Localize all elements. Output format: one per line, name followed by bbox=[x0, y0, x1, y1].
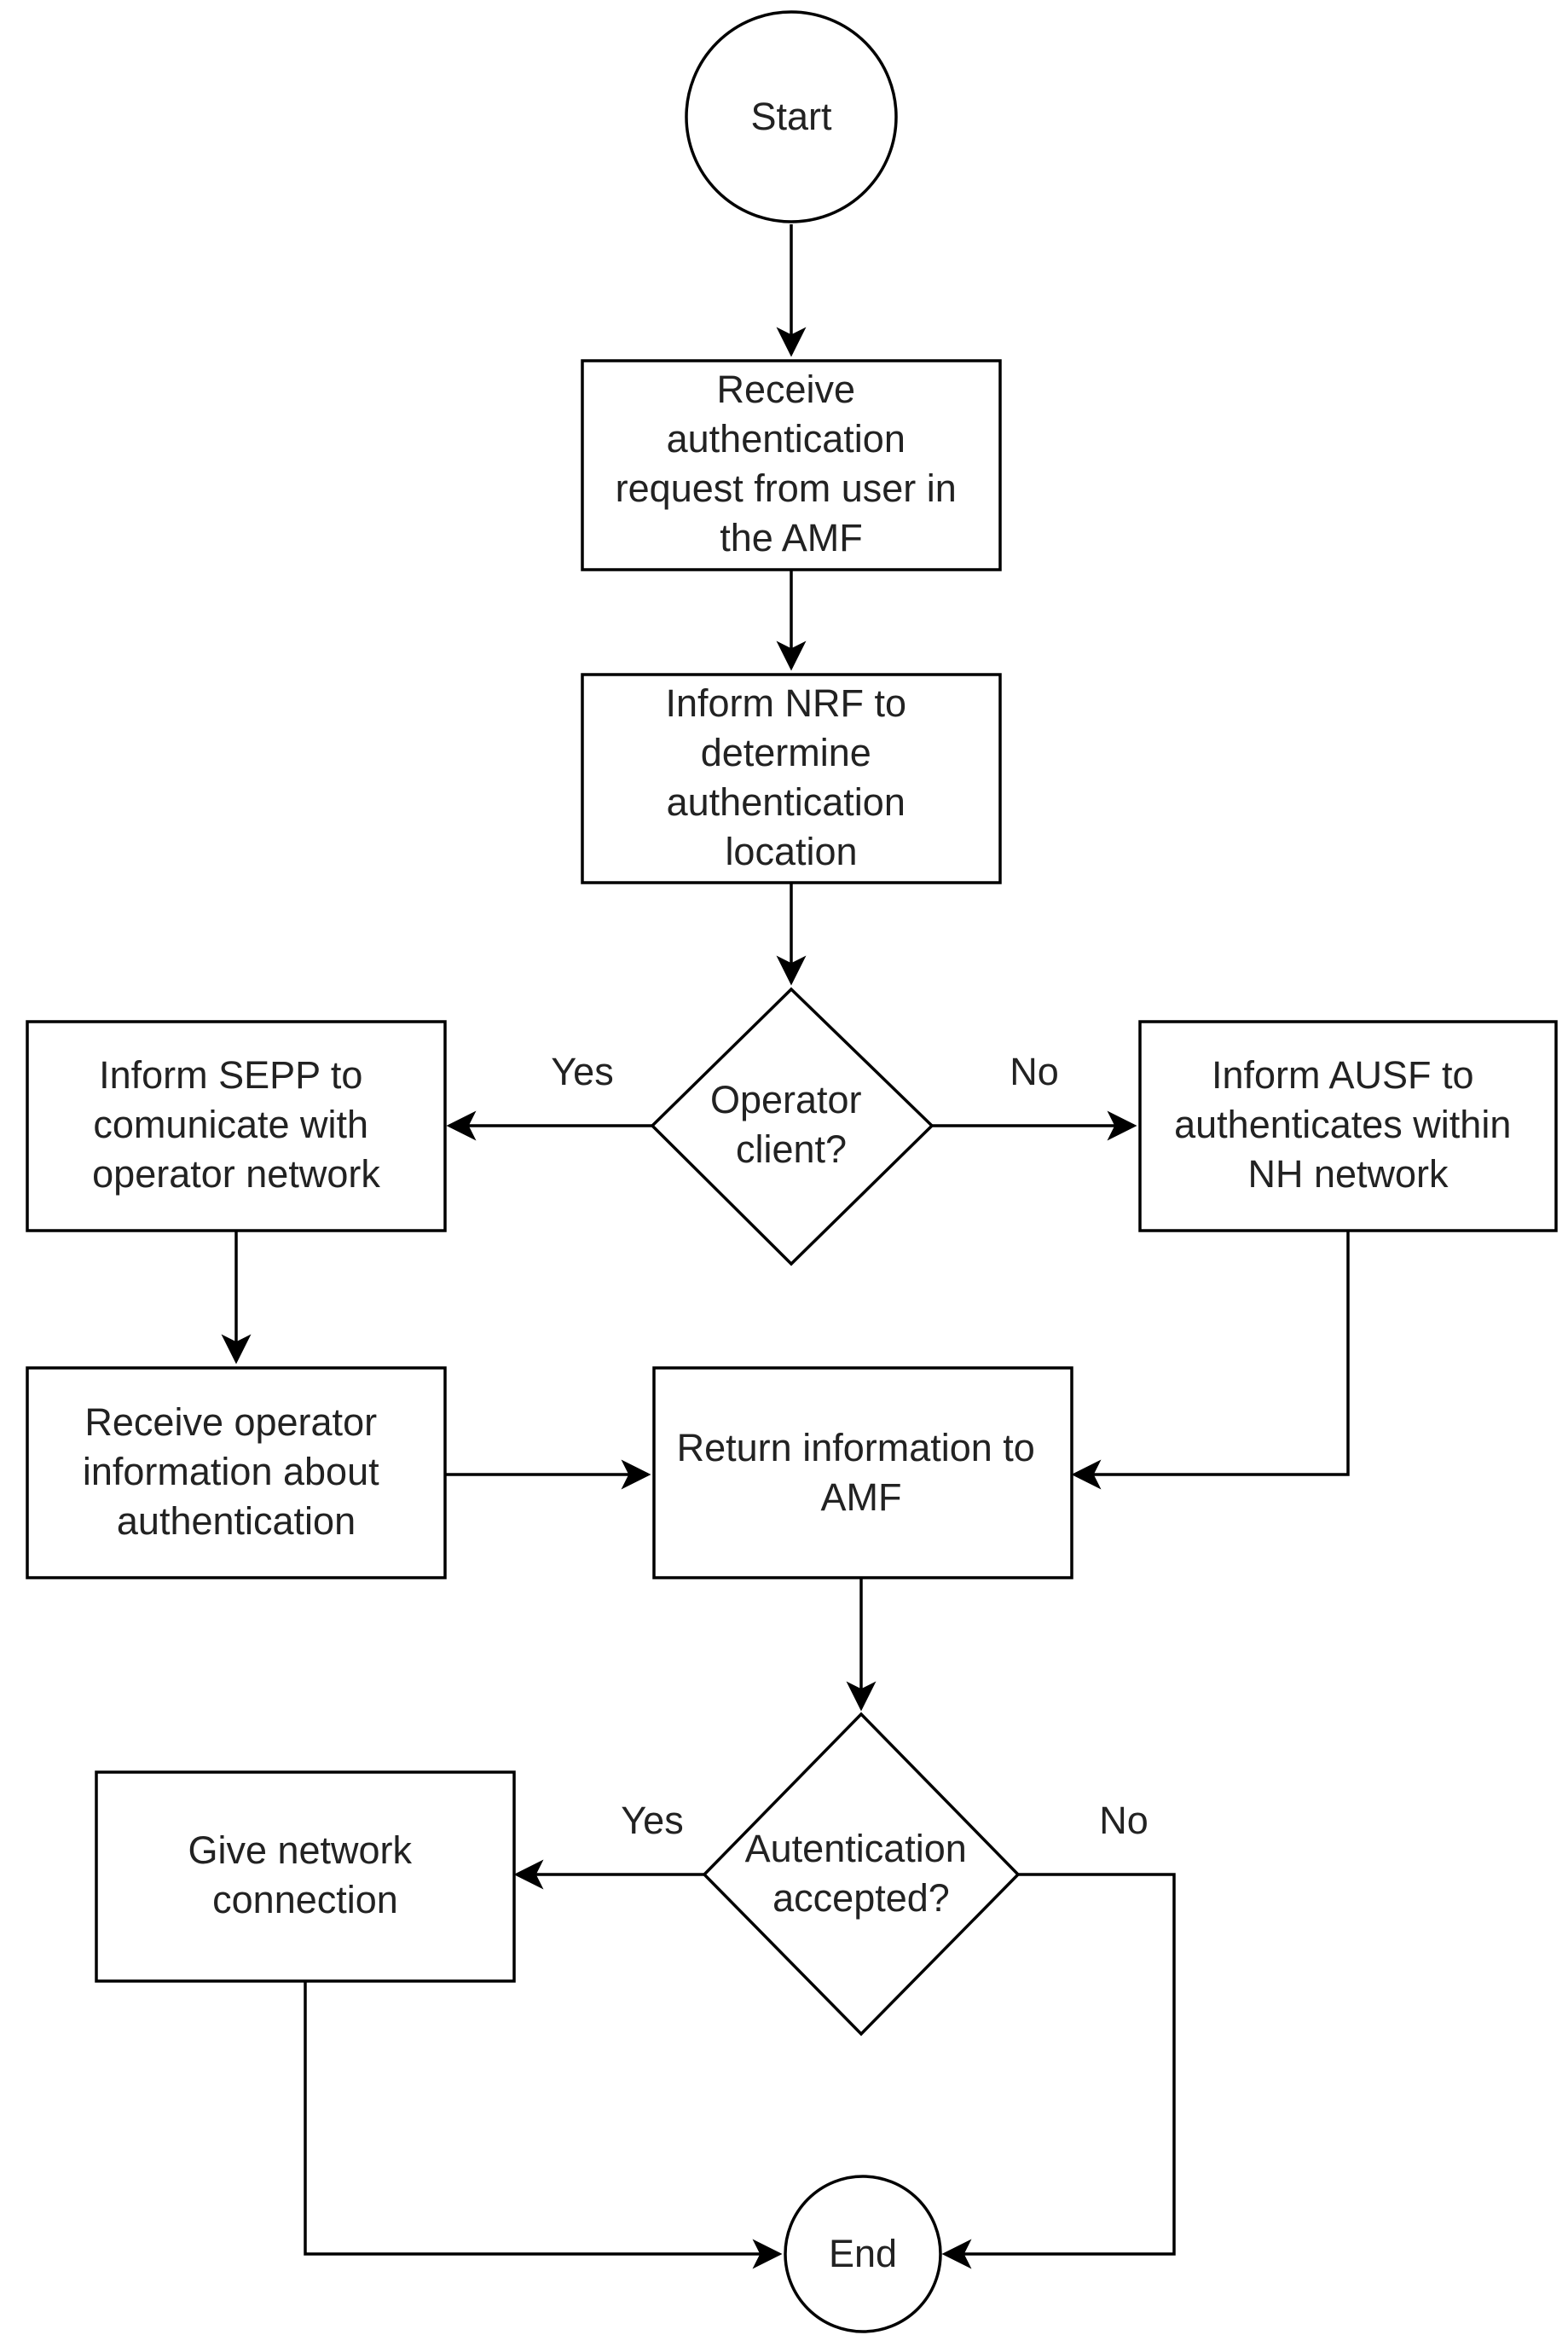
node-inform-sepp: Inform SEPP to comunicate with operator … bbox=[26, 1020, 447, 1232]
node-receive-operator-info: Receive operator information about authe… bbox=[26, 1366, 447, 1579]
edge-auth-no-to-end bbox=[941, 1873, 1176, 2269]
node-inform-ausf: Inform AUSF to authenticates within NH n… bbox=[1138, 1020, 1558, 1232]
node-start: Start bbox=[685, 10, 898, 223]
start-label: Start bbox=[750, 95, 832, 138]
receive-request-label: Receive authentication request from user… bbox=[616, 368, 968, 559]
node-end: End bbox=[784, 2175, 942, 2333]
operator-client-label: Operator client? bbox=[710, 1078, 872, 1171]
node-give-connection: Give network connection bbox=[95, 1770, 516, 1983]
give-connection-label: Give network connection bbox=[188, 1828, 422, 1921]
auth-accepted-label: Autentication accepted? bbox=[745, 1827, 978, 1920]
inform-sepp-label: Inform SEPP to comunicate with operator … bbox=[92, 1053, 380, 1196]
node-return-info: Return information to AMF bbox=[652, 1366, 1073, 1579]
inform-sepp-box bbox=[26, 1020, 447, 1232]
receive-operator-info-box bbox=[26, 1366, 447, 1579]
end-terminal bbox=[784, 2175, 942, 2333]
node-auth-accepted-decision: Autentication accepted? bbox=[702, 1712, 1021, 2037]
receive-operator-info-label: Receive operator information about authe… bbox=[83, 1400, 390, 1543]
node-operator-client-decision: Operator client? bbox=[650, 987, 934, 1266]
edge-label-operator-yes: Yes bbox=[551, 1050, 613, 1093]
receive-request-box bbox=[581, 359, 1002, 571]
inform-nrf-label: Inform NRF to determine authentication l… bbox=[665, 681, 917, 873]
edge-labels: Yes No Yes No bbox=[551, 1050, 1148, 1842]
give-connection-box bbox=[95, 1770, 516, 1983]
edges bbox=[221, 224, 1350, 2269]
auth-accepted-diamond bbox=[702, 1712, 1021, 2037]
end-label: End bbox=[829, 2232, 897, 2275]
start-terminal bbox=[685, 10, 898, 223]
edge-label-auth-yes: Yes bbox=[621, 1799, 683, 1842]
inform-nrf-box bbox=[581, 673, 1002, 884]
node-receive-request: Receive authentication request from user… bbox=[581, 359, 1002, 571]
operator-client-diamond bbox=[650, 987, 934, 1266]
inform-ausf-label: Inform AUSF to authenticates within NH n… bbox=[1174, 1053, 1522, 1196]
edge-ausf-to-return bbox=[1071, 1231, 1350, 1490]
edge-label-auth-no: No bbox=[1099, 1799, 1149, 1842]
edge-label-operator-no: No bbox=[1010, 1050, 1059, 1093]
return-info-box bbox=[652, 1366, 1073, 1579]
node-inform-nrf: Inform NRF to determine authentication l… bbox=[581, 673, 1002, 884]
inform-ausf-box bbox=[1138, 1020, 1558, 1232]
return-info-label: Return information to AMF bbox=[677, 1426, 1046, 1519]
edge-connection-to-end bbox=[304, 1981, 783, 2269]
